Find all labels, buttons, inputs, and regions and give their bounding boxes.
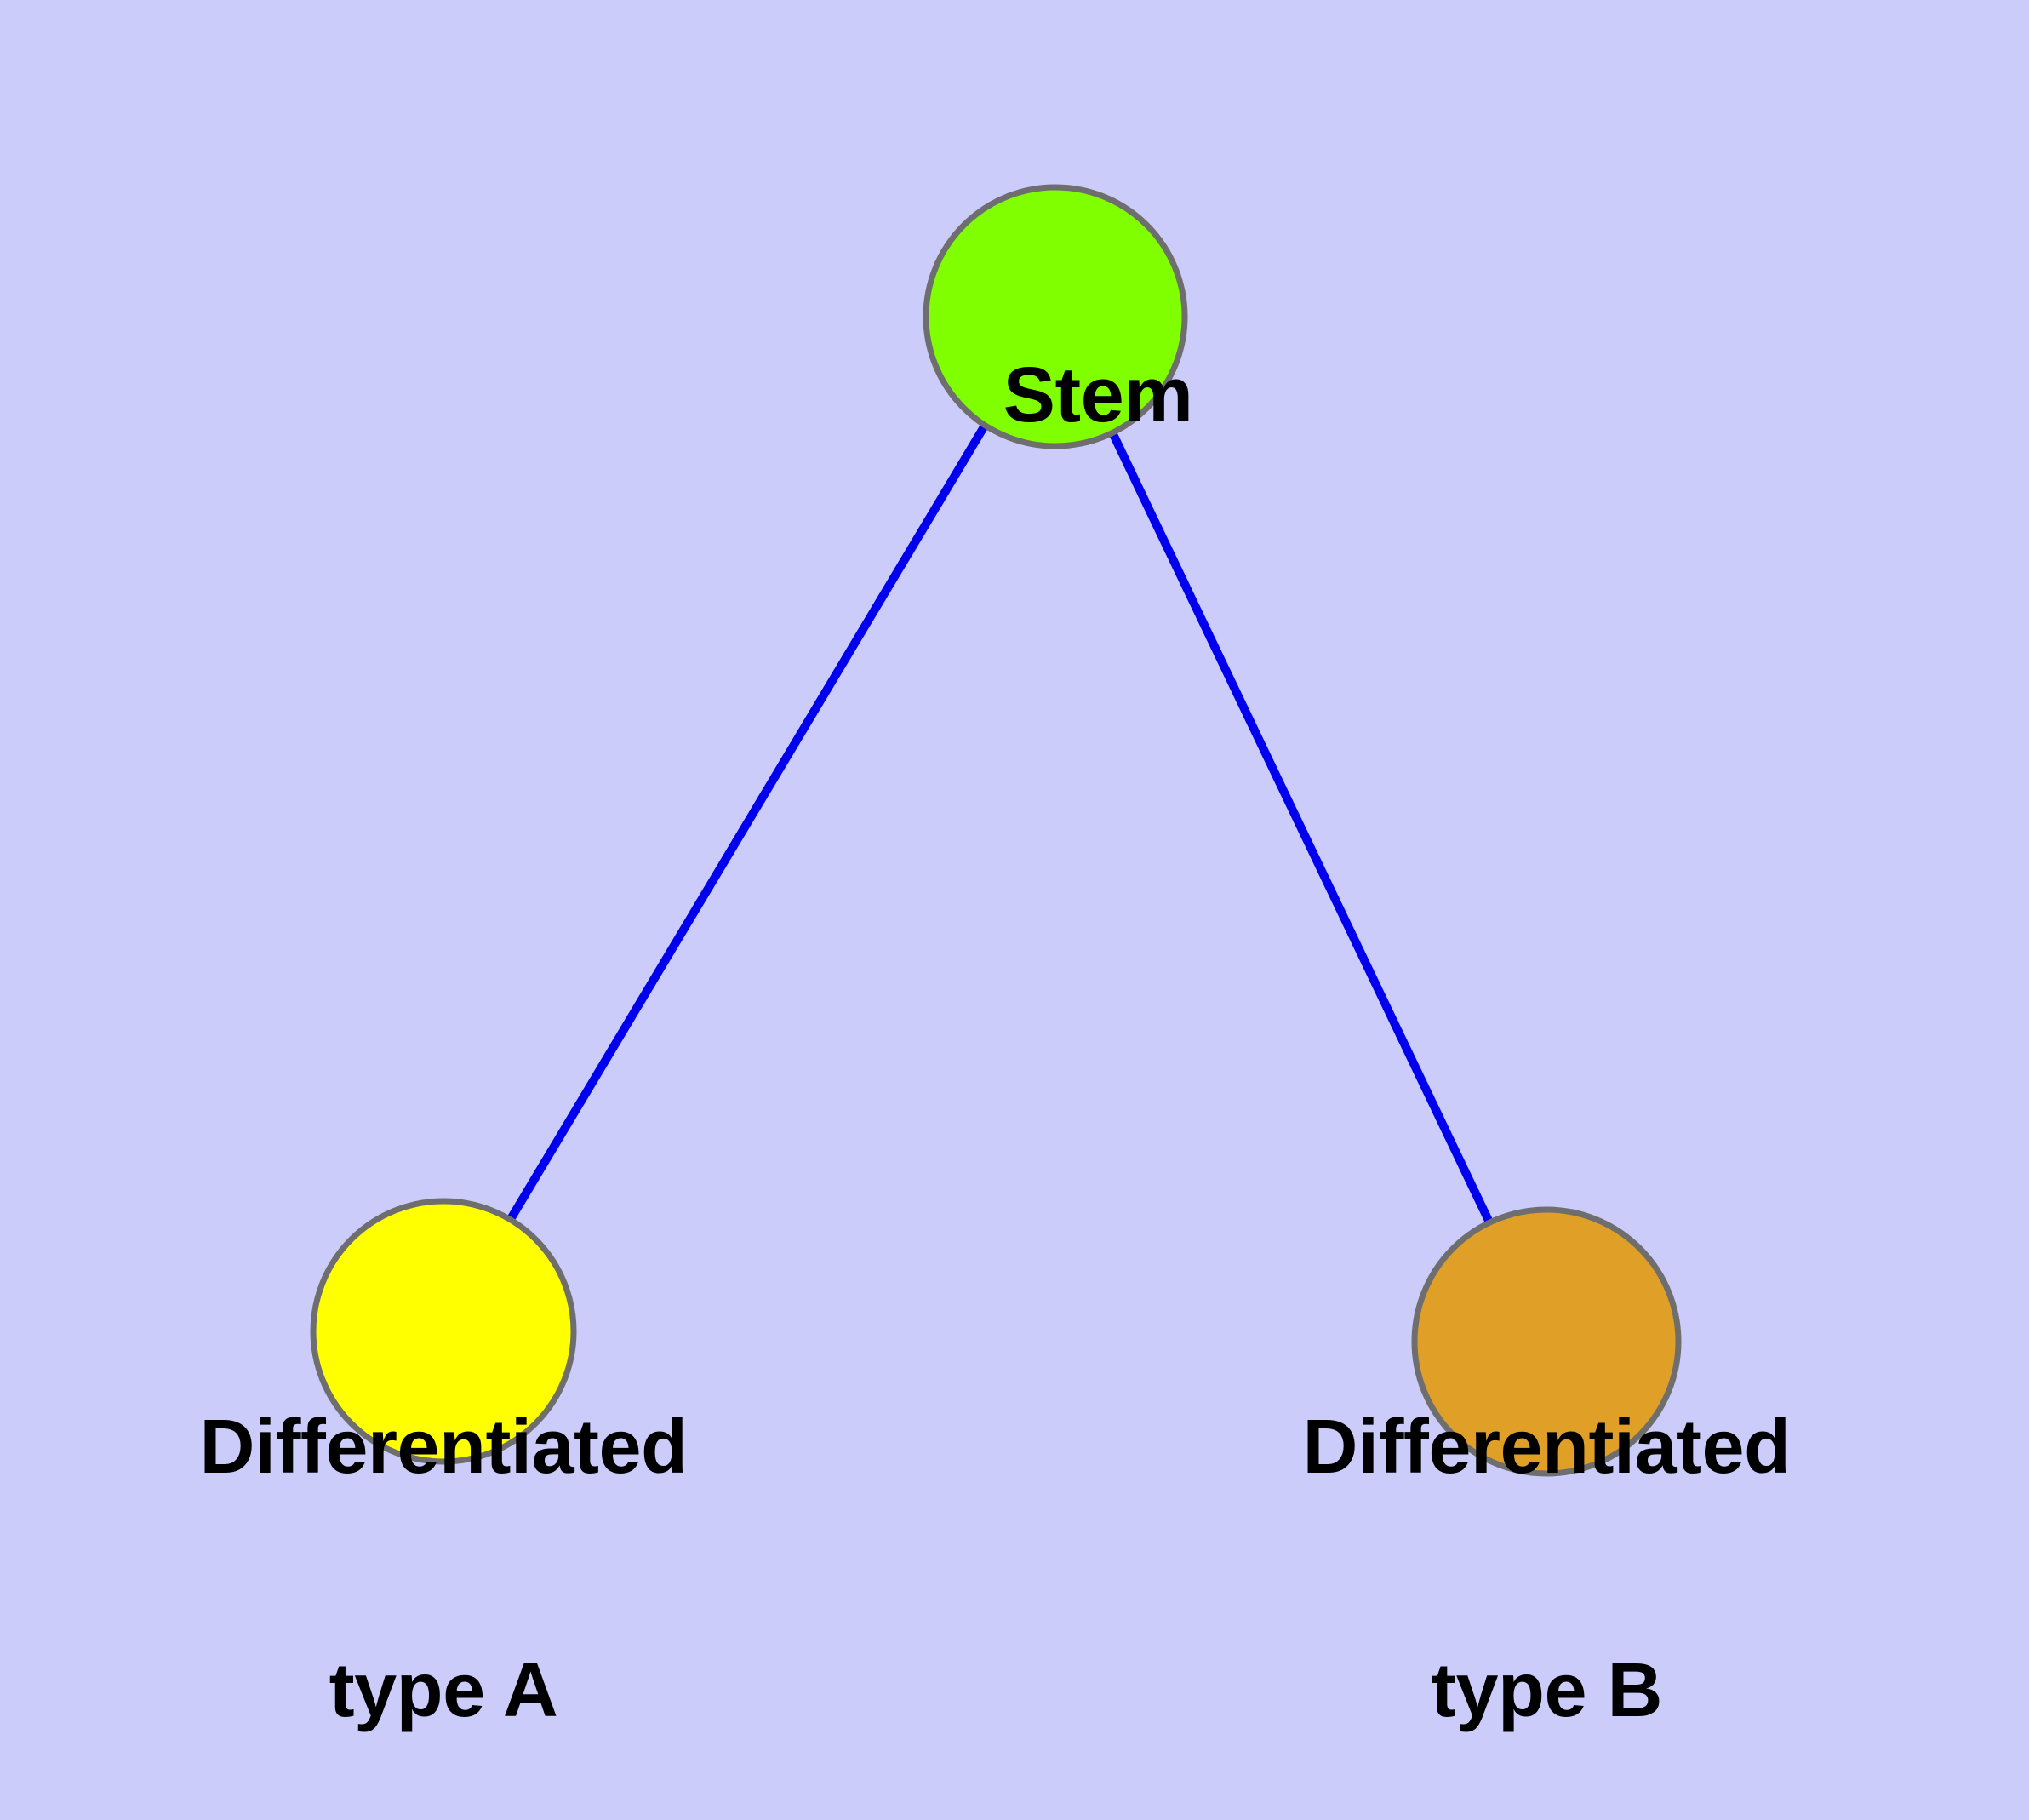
edge-stem-to-diff-a[interactable] bbox=[506, 423, 989, 1222]
node-stem-circle[interactable] bbox=[923, 184, 1188, 449]
edge-stem-to-diff-b[interactable] bbox=[1107, 428, 1495, 1228]
node-diff-a-circle[interactable] bbox=[310, 1198, 577, 1465]
node-diff-b-circle[interactable] bbox=[1411, 1206, 1682, 1477]
